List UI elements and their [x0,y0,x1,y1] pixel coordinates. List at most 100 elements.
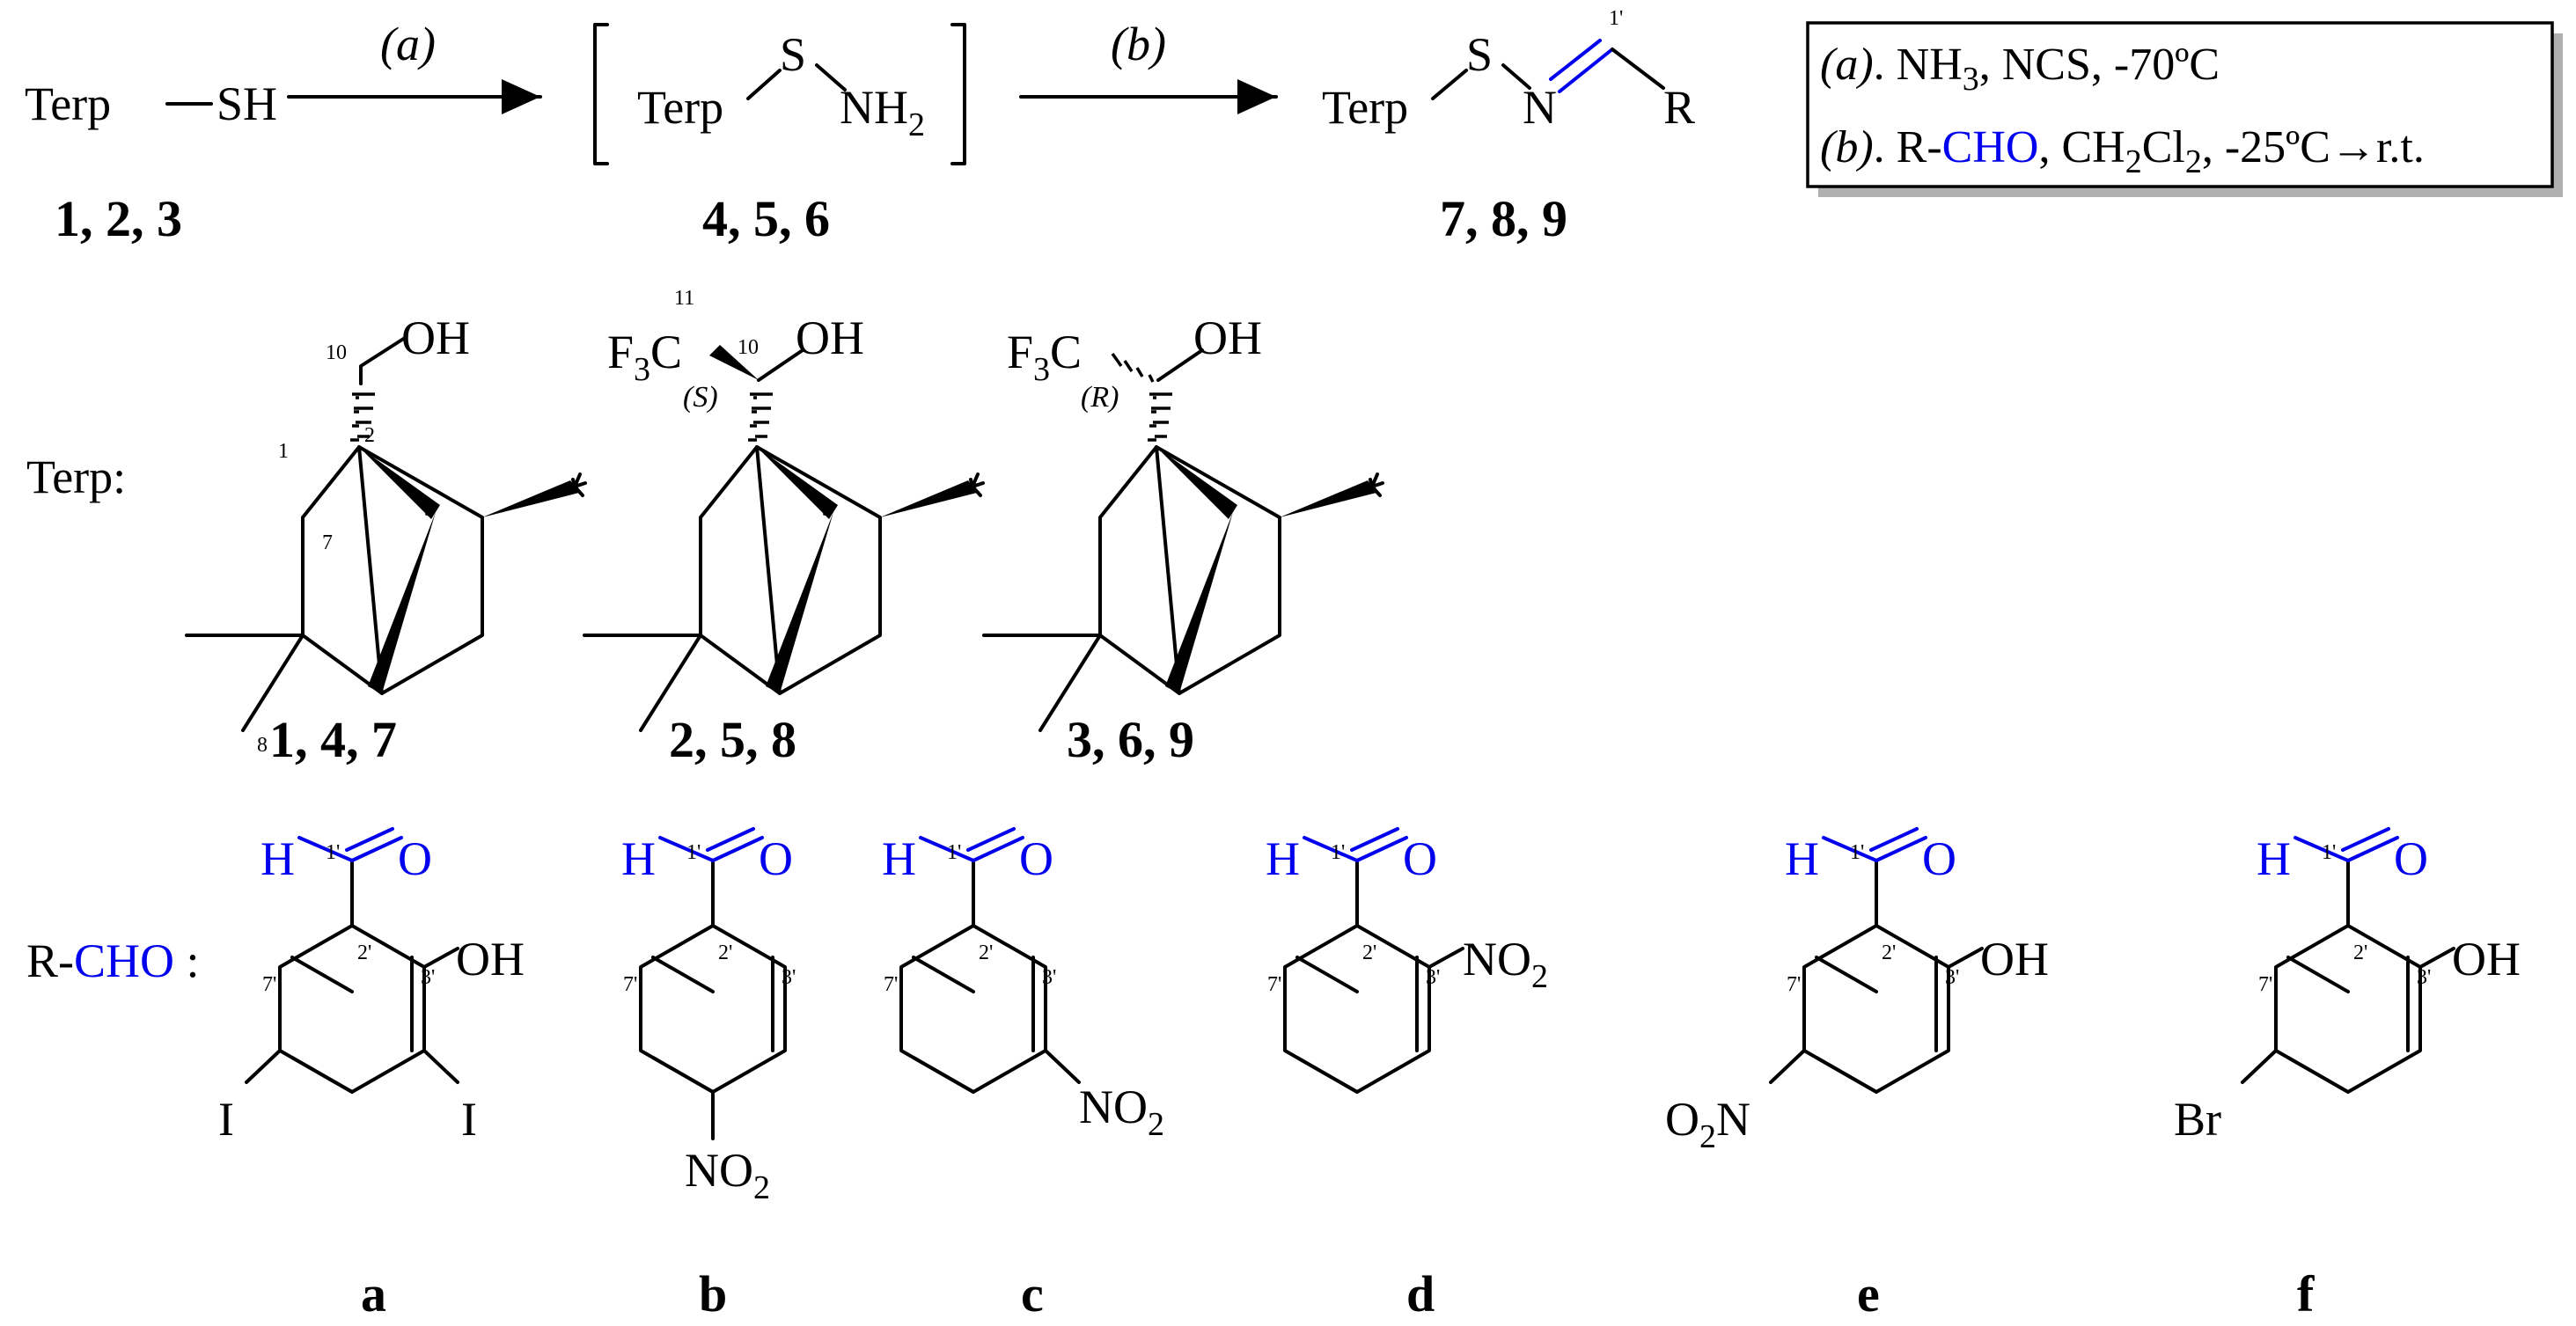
terp-structure-1: OH 10 2 3 1 7 8 1, 4, 7 [185,311,587,768]
h-label-e: H [1785,832,1819,885]
locant-3prime-e: 3' [1945,966,1959,989]
compound-sulfenamide: Terp S NH2 4, 5, 6 [593,23,966,247]
oh-label-2: OH [796,311,864,364]
locant-7prime-a: 7' [262,973,276,996]
sh-group: SH [217,77,277,130]
terp-definition-label: Terp: [26,451,126,503]
locant-10-a: 10 [326,341,347,364]
compound-thiol: Terp SH 1, 2, 3 [25,77,277,247]
locant-7prime-d: 7' [1267,973,1281,996]
o-label-b: O [759,832,793,885]
compound-ids-terp-2: 2, 5, 8 [669,711,796,768]
locant-1prime-e: 1' [1850,841,1864,864]
oh-label-1: OH [401,311,470,364]
aldehyde-a: H O OH I I 1' 2' 3' 7' a [218,827,525,1322]
no2-label-d: NO2 [1463,933,1548,995]
aldehyde-b: H O NO2 1' 2' 3' 7' b [621,827,796,1322]
h-label-f: H [2257,832,2291,885]
o-label-c: O [1019,832,1053,885]
locant-11: 11 [674,287,694,310]
locant-10-b: 10 [738,336,759,359]
o-label-a: O [398,832,432,885]
stereo-s-label: (S) [683,381,718,414]
sulfur-label-prod: S [1466,28,1493,81]
locant-3prime-f: 3' [2417,966,2431,989]
conditions-box: (a). NH3, NCS, -70ºC (b). R-CHO, CH2Cl2,… [1806,21,2563,197]
aldehyde-f: H O OH Br 1' 2' 3' 7' f [2174,827,2521,1322]
terp-structure-3: F3C OH (R) 3, 6, 9 [982,311,1384,768]
terp-label: Terp [25,77,111,130]
oh-label-a: OH [456,933,525,985]
reaction-row: Terp SH 1, 2, 3 (a) Terp S NH2 4, 5, 6 (… [25,7,1695,247]
h-label-a: H [261,832,295,885]
locant-3-b: 3 [822,498,833,521]
compound-ids-terp-1: 1, 4, 7 [269,711,397,768]
locant-7prime-b: 7' [623,973,637,996]
locant-1prime: 1' [1609,7,1623,30]
r-group-label: R [1663,81,1695,134]
cf3-label-3: F3C [1007,326,1082,388]
locant-1prime-f: 1' [2322,841,2336,864]
locant-3prime-d: 3' [1426,966,1440,989]
step-a-label: (a) [380,18,436,70]
locant-3: 3 [424,498,435,521]
compound-id-f: f [2297,1265,2315,1322]
condition-b: (b). R-CHO, CH2Cl2, -25ºC→r.t. [1820,122,2425,180]
arrow-step-a: (a) [287,18,542,114]
sulfur-label-int: S [780,28,806,81]
compound-id-e: e [1857,1265,1880,1322]
terp-structure-2: F3C OH 11 10 (S) 3 2, 5, 8 [583,287,985,768]
locant-2prime-e: 2' [1882,941,1896,964]
stereo-r-label: (R) [1081,381,1119,414]
terp-label-int: Terp [637,81,723,134]
locant-1prime-a: 1' [326,841,340,864]
locant-7prime-f: 7' [2258,973,2272,996]
compound-id-c: c [1021,1265,1044,1322]
o-label-e: O [1922,832,1956,885]
locant-1prime-d: 1' [1331,841,1345,864]
locant-2prime-a: 2' [357,941,371,964]
compound-id-a: a [361,1265,386,1322]
compound-id-d: d [1406,1265,1435,1322]
r-cho-label: R-CHO : [26,934,200,987]
compound-ids-terp-3: 3, 6, 9 [1067,711,1194,768]
locant-2prime-d: 2' [1362,941,1376,964]
aldehyde-d: H O NO2 1' 2' 3' 7' d [1266,827,1548,1322]
compound-ids-thiol: 1, 2, 3 [55,190,182,247]
locant-1prime-c: 1' [947,841,961,864]
oh-label-e: OH [1980,933,2049,985]
iodo-label-a2: I [461,1093,477,1146]
aldehyde-e: H O OH O2N 1' 2' 3' 7' e [1665,827,2049,1322]
aldehyde-c: H O NO2 1' 2' 3' 7' c [882,827,1164,1322]
locant-2: 2 [364,424,375,447]
no2-label-b: NO2 [685,1144,770,1206]
step-b-label: (b) [1111,18,1166,70]
o-label-f: O [2394,832,2428,885]
iodo-label-a1: I [218,1093,234,1146]
compound-ids-sulfenamide: 4, 5, 6 [702,190,830,247]
compound-sulfinimine: Terp S N 1' R 7, 8, 9 [1322,7,1695,247]
o2n-label-e: O2N [1665,1093,1750,1155]
locant-1: 1 [278,440,289,463]
locant-7prime-c: 7' [884,973,898,996]
locant-1prime-b: 1' [686,841,701,864]
cf3-label-2: F3C [607,326,682,388]
h-label-d: H [1266,832,1300,885]
compound-id-b: b [699,1265,727,1322]
locant-2prime-c: 2' [979,941,993,964]
nh2-label: NH2 [840,81,925,143]
h-label-c: H [882,832,916,885]
locant-3prime-b: 3' [782,966,796,989]
h-label-b: H [621,832,656,885]
nitrogen-label-prod: N [1523,81,1557,134]
o-label-d: O [1403,832,1437,885]
condition-a: (a). NH3, NCS, -70ºC [1820,40,2220,98]
oh-label-3: OH [1193,311,1262,364]
locant-7: 7 [322,531,333,554]
oh-label-f: OH [2452,933,2521,985]
locant-3prime-c: 3' [1042,966,1056,989]
bromo-label-f: Br [2174,1093,2221,1146]
locant-2prime-f: 2' [2353,941,2367,964]
terp-label-prod: Terp [1322,81,1408,134]
